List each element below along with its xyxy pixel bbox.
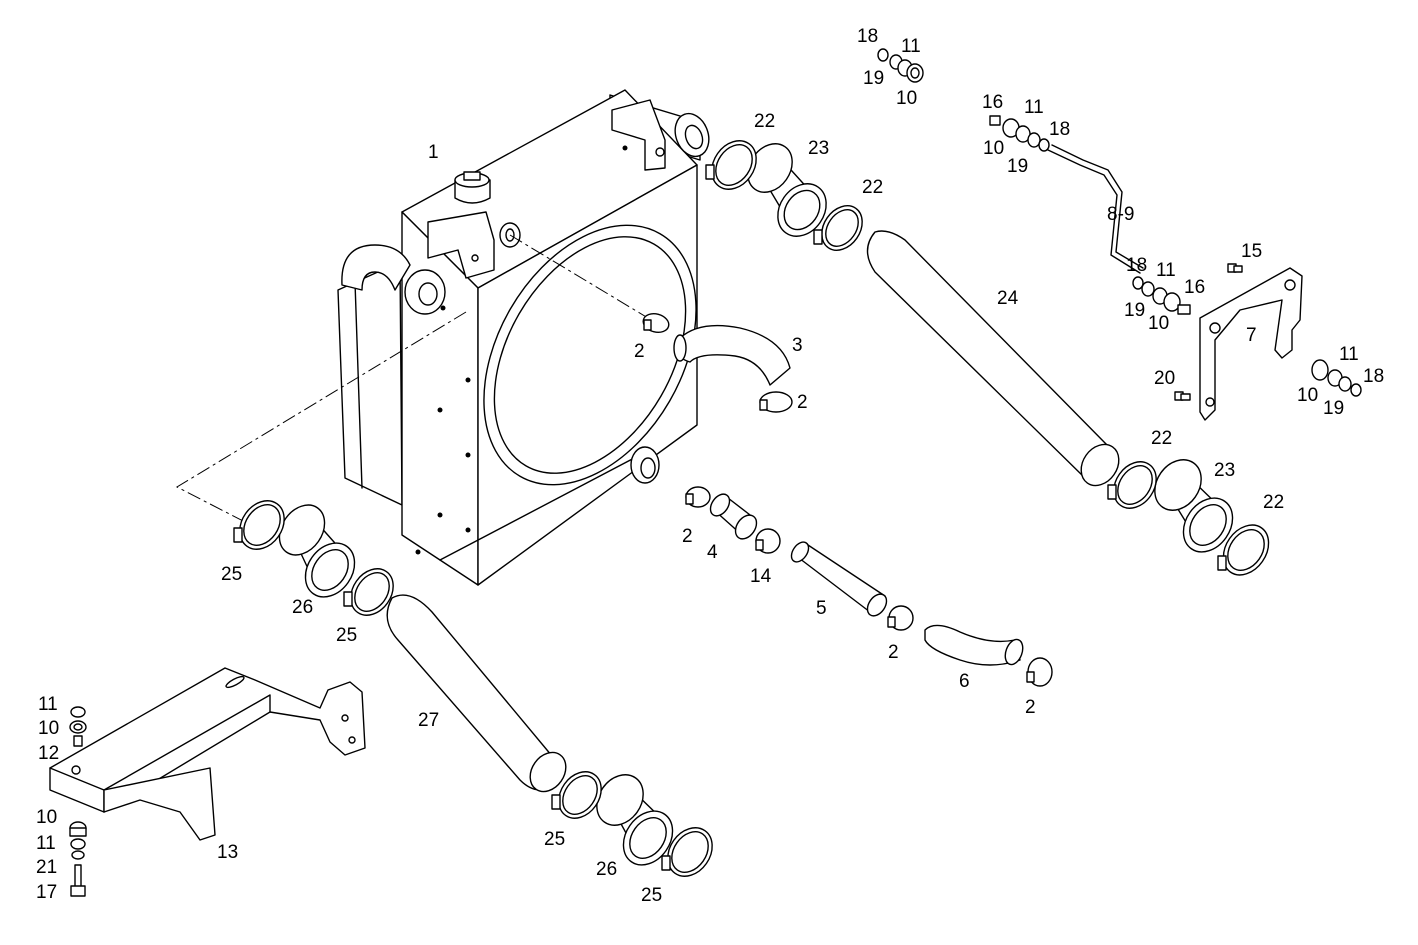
callout-4: 4 xyxy=(707,542,718,563)
callout-2: 2 xyxy=(682,526,693,547)
callout-11: 11 xyxy=(901,36,921,57)
callout-7: 7 xyxy=(1246,325,1257,346)
callout-12: 12 xyxy=(38,743,59,764)
hose-clamps xyxy=(233,140,1270,877)
callout-25: 25 xyxy=(221,564,242,585)
callout-labels: 1 2 2 2 2 2 3 4 5 6 7 8-9 10 10 10 10 10… xyxy=(36,26,1384,906)
callout-26: 26 xyxy=(596,859,617,880)
callout-18: 18 xyxy=(857,26,878,47)
bracket-part-7 xyxy=(1199,267,1303,421)
hose-part-6 xyxy=(924,624,1024,666)
callout-18: 18 xyxy=(1126,255,1147,276)
callout-11: 11 xyxy=(38,694,58,715)
radiator-assembly xyxy=(337,89,710,586)
callout-3: 3 xyxy=(792,335,803,356)
callout-26: 26 xyxy=(292,597,313,618)
callout-25: 25 xyxy=(336,625,357,646)
callout-8-9: 8-9 xyxy=(1107,204,1134,225)
callout-2: 2 xyxy=(1025,697,1036,718)
callout-10: 10 xyxy=(1148,313,1169,334)
callout-19: 19 xyxy=(863,68,884,89)
hose-part-3 xyxy=(673,324,791,386)
hose-part-27 xyxy=(386,594,567,793)
coupler-part-23-upper xyxy=(747,143,827,237)
alignment-lines xyxy=(175,234,649,523)
callout-10: 10 xyxy=(38,718,59,739)
callout-10: 10 xyxy=(1297,385,1318,406)
coupler-part-23-lower xyxy=(1154,459,1234,553)
callout-11: 11 xyxy=(1156,260,1176,281)
callout-20: 20 xyxy=(1154,368,1175,389)
callout-2: 2 xyxy=(634,341,645,362)
callout-22: 22 xyxy=(1151,428,1172,449)
callout-10: 10 xyxy=(983,138,1004,159)
callout-23: 23 xyxy=(808,138,829,159)
callout-22: 22 xyxy=(1263,492,1284,513)
callout-10: 10 xyxy=(36,807,57,828)
callout-6: 6 xyxy=(959,671,970,692)
callout-25: 25 xyxy=(544,829,565,850)
callout-13: 13 xyxy=(217,842,238,863)
callout-19: 19 xyxy=(1124,300,1145,321)
callout-11: 11 xyxy=(1024,97,1044,118)
callout-18: 18 xyxy=(1049,119,1070,140)
callout-23: 23 xyxy=(1214,460,1235,481)
callout-19: 19 xyxy=(1323,398,1344,419)
callout-2: 2 xyxy=(797,392,808,413)
callout-21: 21 xyxy=(36,857,57,878)
coupler-part-26-upper xyxy=(278,504,356,598)
callout-16: 16 xyxy=(982,92,1003,113)
pipe-part-5 xyxy=(790,541,888,617)
callout-19: 19 xyxy=(1007,156,1028,177)
callout-1: 1 xyxy=(428,142,439,163)
callout-15: 15 xyxy=(1241,241,1262,262)
callout-24: 24 xyxy=(997,288,1019,309)
callout-11: 11 xyxy=(36,833,56,854)
sleeve-part-4 xyxy=(709,493,758,540)
callout-10: 10 xyxy=(896,88,917,109)
callout-22: 22 xyxy=(862,177,883,198)
stay-rod-part-8-9 xyxy=(1047,144,1144,274)
callout-2: 2 xyxy=(888,642,899,663)
support-bracket-part-13 xyxy=(49,667,366,841)
callout-11: 11 xyxy=(1339,344,1359,365)
hardware-parts xyxy=(69,48,1362,897)
callout-16: 16 xyxy=(1184,277,1205,298)
callout-18: 18 xyxy=(1363,366,1384,387)
callout-25: 25 xyxy=(641,885,662,906)
callout-27: 27 xyxy=(418,710,439,731)
callout-17: 17 xyxy=(36,882,57,903)
hose-part-24 xyxy=(866,230,1120,487)
callout-22: 22 xyxy=(754,111,775,132)
coupler-part-26-lower xyxy=(596,774,674,866)
callout-14: 14 xyxy=(750,566,772,587)
callout-5: 5 xyxy=(816,598,827,619)
